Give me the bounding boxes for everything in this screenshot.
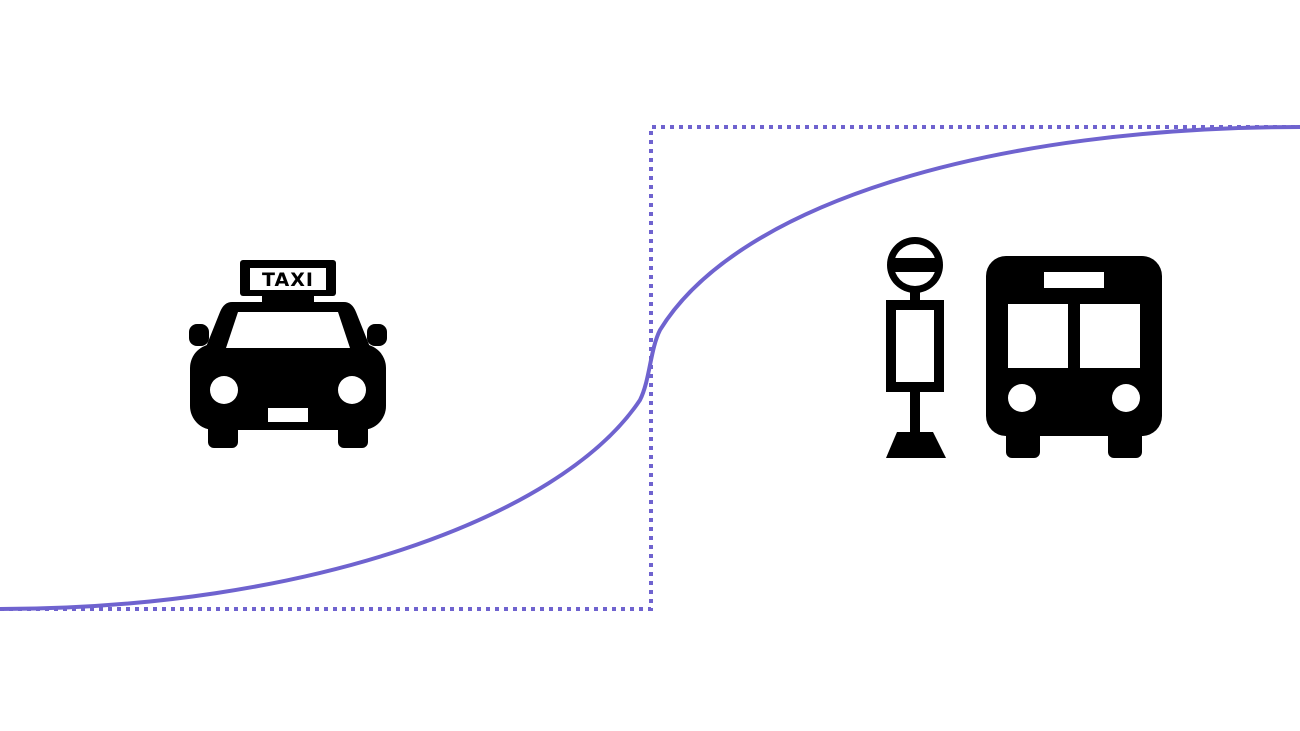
taxi-sign-text: TAXI	[262, 269, 314, 291]
bus-stop-sign-icon	[886, 237, 946, 458]
s-curve-line	[0, 125, 1300, 611]
bus-icon	[986, 256, 1162, 458]
taxi-icon: TAXI	[189, 260, 387, 448]
